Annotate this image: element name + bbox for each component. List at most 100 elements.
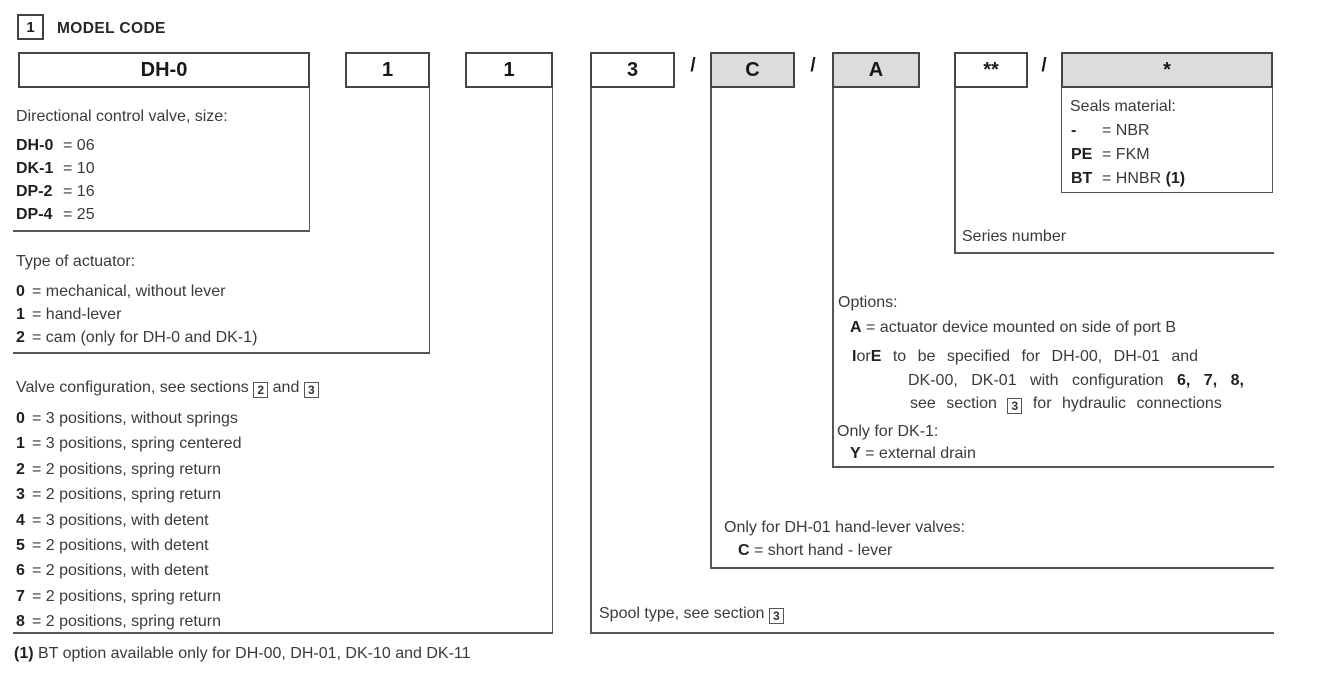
code-configuration: 1	[503, 58, 515, 81]
actuator-item-desc: = mechanical, without lever	[32, 283, 226, 300]
code-box-spool: 3	[590, 52, 675, 88]
options-item-y-code: Y	[850, 445, 861, 462]
options-item-ie-line1: IorE to be specified for DH-00, DH-01 an…	[852, 348, 1198, 365]
actuator-item-desc: = cam (only for DH-0 and DK-1)	[32, 329, 258, 346]
seals-item-code: BT	[1071, 170, 1093, 187]
config-item-desc: = 3 positions, spring centered	[32, 435, 242, 453]
config-item-code: 7	[16, 587, 25, 605]
size-item: DP-2 = 16	[16, 180, 95, 203]
options-item-ie-text2: DK-00, DK-01 with configuration	[908, 372, 1164, 389]
code-box-option-c: C	[710, 52, 795, 88]
seals-item: PE= FKM	[1071, 143, 1185, 167]
code-spool: 3	[626, 58, 639, 81]
config-item-desc: = 2 positions, spring return	[32, 613, 221, 631]
options-item-ie-text4: for hydraulic connections	[1032, 395, 1222, 412]
options-item-ie-code2: E	[870, 348, 882, 365]
actuator-item-code: 2	[16, 329, 25, 346]
config-item-desc: = 2 positions, with detent	[32, 537, 209, 555]
connector-line	[832, 88, 834, 466]
code-series: **	[983, 58, 999, 81]
code-separator: /	[1041, 55, 1047, 76]
code-box-configuration: 1	[465, 52, 553, 88]
hand-lever-item-desc: = short hand - lever	[754, 542, 893, 559]
options-item-ie-line2: DK-00, DK-01 with configuration 6, 7, 8,	[908, 372, 1244, 389]
seals-title: Seals material:	[1070, 98, 1176, 115]
actuator-item-code: 0	[16, 283, 25, 300]
config-item: 0 = 3 positions, without springs	[16, 406, 241, 431]
config-item-desc: = 2 positions, spring return	[32, 486, 221, 504]
code-separator: /	[690, 55, 696, 76]
config-item-code: 3	[16, 486, 25, 504]
seals-item: BT= HNBR (1)	[1071, 167, 1185, 191]
config-item-code: 0	[16, 410, 25, 427]
code-option-a: A	[868, 58, 884, 81]
config-title: Valve configuration, see sections 2 and …	[16, 379, 319, 398]
spool-type-text: Spool type, see section	[599, 605, 765, 622]
code-size: DH-0	[140, 58, 188, 81]
config-item-desc: = 3 positions, with detent	[32, 511, 209, 529]
hand-lever-title: Only for DH-01 hand-lever valves:	[724, 519, 965, 536]
actuator-item: 2 = cam (only for DH-0 and DK-1)	[16, 326, 257, 349]
options-item-ie-bold: 6, 7, 8,	[1177, 372, 1244, 389]
seals-legend: -= NBR PE= FKM BT= HNBR (1)	[1071, 119, 1185, 191]
code-actuator: 1	[381, 58, 394, 81]
config-title-conj: and	[272, 379, 300, 396]
code-separator: /	[810, 55, 816, 76]
seals-item: -= NBR	[1071, 119, 1185, 143]
config-item: 7 = 2 positions, spring return	[16, 584, 241, 609]
options-item-y-desc: = external drain	[865, 445, 976, 462]
footnote: (1) BT option available only for DH-00, …	[14, 645, 471, 662]
config-item-code: 8	[16, 613, 25, 631]
options-title: Options:	[838, 294, 898, 311]
size-item: DH-0= 06	[16, 134, 95, 157]
actuator-item-desc: = hand-lever	[32, 306, 122, 323]
options-item-y: Y = external drain	[850, 445, 976, 462]
options-item-ie-line3: see section 3 for hydraulic connections	[910, 395, 1222, 414]
connector-line	[954, 252, 1274, 254]
config-item: 6= 2 positions, with detent	[16, 558, 241, 583]
actuator-item: 0 = mechanical, without lever	[16, 280, 257, 303]
seals-item-desc: = HNBR	[1102, 170, 1162, 187]
size-title: Directional control valve, size:	[16, 108, 228, 125]
section-ref-box: 3	[303, 382, 319, 398]
size-item-code: DP-2	[16, 183, 53, 200]
hand-lever-item-code: C	[738, 542, 750, 559]
config-item-desc: = 2 positions, spring return	[32, 587, 221, 605]
config-item-code: 5	[16, 537, 25, 555]
options-item-a: A = actuator device mounted on side of p…	[850, 319, 1176, 336]
code-box-actuator: 1	[345, 52, 430, 88]
options-item-a-desc: = actuator device mounted on side of por…	[866, 319, 1176, 336]
section-number-box: 1	[17, 14, 44, 40]
code-box-series: **	[954, 52, 1028, 88]
seals-item-code: -	[1071, 122, 1077, 139]
config-item: 5 = 2 positions, with detent	[16, 533, 241, 558]
section-ref-box: 3	[768, 608, 784, 624]
connector-line	[13, 632, 553, 634]
code-box-seals: *	[1061, 52, 1273, 88]
config-item-code: 1	[16, 435, 25, 453]
options-item-a-code: A	[850, 319, 862, 336]
section-ref-box: 3	[1007, 398, 1023, 414]
config-item-code: 6	[16, 562, 25, 580]
footnote-text: BT option available only for DH-00, DH-0…	[38, 645, 471, 662]
options-dk1-title: Only for DK-1:	[837, 423, 939, 440]
size-item-desc: = 10	[63, 160, 95, 177]
seals-item-desc: = FKM	[1102, 146, 1150, 163]
code-box-size: DH-0	[18, 52, 310, 88]
config-item-code: 4	[16, 511, 25, 529]
size-item-code: DP-4	[16, 206, 53, 223]
size-item-desc: = 16	[63, 183, 95, 200]
connector-line	[428, 88, 430, 352]
config-item: 3 = 2 positions, spring return	[16, 482, 241, 507]
connector-line	[710, 567, 1274, 569]
options-item-ie-code1: I	[852, 348, 857, 365]
config-item: 1 = 3 positions, spring centered	[16, 431, 241, 456]
config-item: 8 = 2 positions, spring return	[16, 609, 241, 634]
config-item: 4 = 3 positions, with detent	[16, 508, 241, 533]
code-seals: *	[1163, 58, 1171, 81]
config-item-desc: = 3 positions, without springs	[32, 410, 238, 427]
section-number: 1	[26, 18, 35, 36]
series-number-label: Series number	[962, 228, 1067, 245]
size-item-code: DH-0	[16, 137, 54, 154]
